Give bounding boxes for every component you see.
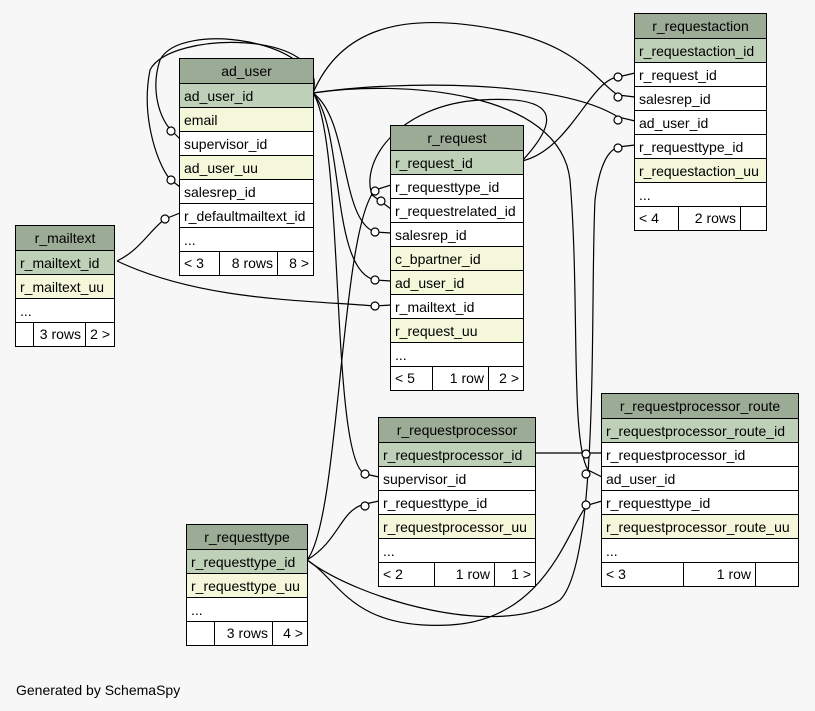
table-title: r_requestprocessor_route — [602, 394, 798, 419]
column-r-requesttype-id: r_requesttype_id — [187, 550, 307, 574]
table-r-mailtext[interactable]: r_mailtext r_mailtext_id r_mailtext_uu .… — [15, 225, 115, 347]
parents-link[interactable]: < 2 — [379, 563, 435, 586]
table-ad-user[interactable]: ad_user ad_user_id email supervisor_id a… — [179, 58, 314, 276]
table-title: r_mailtext — [16, 226, 114, 251]
table-r-request[interactable]: r_request r_request_id r_requesttype_id … — [390, 125, 524, 391]
column-r-requestprocessor-id: r_requestprocessor_id — [379, 443, 535, 467]
column-r-requestprocessor-uu: r_requestprocessor_uu — [379, 515, 535, 539]
row-count: 1 row — [684, 563, 756, 586]
children-link[interactable]: 2 > — [90, 326, 110, 342]
column-supervisor-id: supervisor_id — [379, 467, 535, 491]
column-r-requesttype-id: r_requesttype_id — [379, 491, 535, 515]
row-count: 1 row — [435, 563, 495, 586]
table-title: r_request — [391, 126, 523, 151]
column-r-request-id: r_request_id — [635, 63, 766, 87]
column-salesrep-id: salesrep_id — [391, 223, 523, 247]
table-title: r_requestprocessor — [379, 418, 535, 443]
column-r-defaultmailtext-id: r_defaultmailtext_id — [180, 204, 313, 228]
rel-ad-user-to-action-salesrep — [312, 21, 636, 98]
more-columns: ... — [379, 539, 535, 563]
rel-ad-user-to-route-aduser — [312, 87, 603, 478]
children-link[interactable]: 2 > — [499, 370, 519, 386]
table-title: r_requesttype — [187, 525, 307, 550]
more-columns: ... — [635, 183, 766, 207]
more-columns: ... — [16, 299, 114, 323]
column-r-requestprocessor-route-id: r_requestprocessor_route_id — [602, 419, 798, 443]
column-c-bpartner-id: c_bpartner_id — [391, 247, 523, 271]
rel-ad-user-to-request-aduser — [312, 92, 392, 282]
table-footer: < 4 2 rows — [635, 207, 766, 230]
row-count: 1 row — [433, 367, 489, 390]
column-r-requestrelated-id: r_requestrelated_id — [391, 199, 523, 223]
column-r-requestprocessor-id: r_requestprocessor_id — [602, 443, 798, 467]
column-r-requestprocessor-route-uu: r_requestprocessor_route_uu — [602, 515, 798, 539]
column-r-requesttype-id: r_requesttype_id — [602, 491, 798, 515]
row-count: 3 rows — [34, 323, 86, 346]
rel-type-to-action — [306, 144, 636, 618]
column-salesrep-id: salesrep_id — [180, 180, 313, 204]
table-title: ad_user — [180, 59, 313, 84]
column-ad-user-id: ad_user_id — [635, 111, 766, 135]
column-ad-user-id: ad_user_id — [602, 467, 798, 491]
column-r-requesttype-id: r_requesttype_id — [635, 135, 766, 159]
children-link[interactable]: 8 > — [289, 255, 309, 271]
parents-link[interactable] — [16, 323, 34, 346]
table-footer: < 3 8 rows 8 > — [180, 252, 313, 275]
more-columns: ... — [602, 539, 798, 563]
table-footer: < 3 1 row — [602, 563, 798, 586]
rel-ad-user-to-processor-supervisor — [312, 92, 380, 478]
more-columns: ... — [187, 598, 307, 622]
row-count: 8 rows — [220, 252, 278, 275]
parents-link[interactable]: < 3 — [602, 563, 684, 586]
children-link[interactable] — [741, 207, 766, 230]
more-columns: ... — [391, 343, 523, 367]
column-r-request-uu: r_request_uu — [391, 319, 523, 343]
column-ad-user-id: ad_user_id — [180, 84, 313, 108]
column-r-requesttype-id: r_requesttype_id — [391, 175, 523, 199]
rel-mailtext-to-request — [116, 260, 392, 307]
column-r-request-id: r_request_id — [391, 151, 523, 175]
rel-type-to-request — [306, 184, 392, 561]
rel-ad-user-self-salesrep — [146, 41, 315, 188]
parents-link[interactable] — [187, 622, 215, 645]
children-link[interactable]: 1 > — [511, 566, 531, 582]
rel-mailtext-to-ad-user — [116, 212, 181, 262]
column-email: email — [180, 108, 313, 132]
row-count: 2 rows — [679, 207, 741, 230]
rel-type-to-route — [306, 500, 603, 626]
table-title: r_requestaction — [635, 14, 766, 39]
column-r-mailtext-id: r_mailtext_id — [391, 295, 523, 319]
row-count: 3 rows — [215, 622, 273, 645]
children-link[interactable] — [756, 563, 798, 586]
column-r-requesttype-uu: r_requesttype_uu — [187, 574, 307, 598]
table-footer: < 2 1 row 1 > — [379, 563, 535, 586]
column-r-requestaction-id: r_requestaction_id — [635, 39, 766, 63]
relation-endpoints — [160, 72, 623, 511]
rel-request-self-related — [369, 98, 548, 210]
column-r-requestaction-uu: r_requestaction_uu — [635, 159, 766, 183]
column-supervisor-id: supervisor_id — [180, 132, 313, 156]
table-r-requestprocessor-route[interactable]: r_requestprocessor_route r_requestproces… — [601, 393, 799, 587]
table-r-requestaction[interactable]: r_requestaction r_requestaction_id r_req… — [634, 13, 767, 231]
parents-link[interactable]: < 5 — [391, 367, 433, 390]
table-footer: < 5 1 row 2 > — [391, 367, 523, 390]
table-r-requestprocessor[interactable]: r_requestprocessor r_requestprocessor_id… — [378, 417, 536, 587]
table-footer: 3 rows 4 > — [187, 622, 307, 645]
column-salesrep-id: salesrep_id — [635, 87, 766, 111]
column-r-mailtext-uu: r_mailtext_uu — [16, 275, 114, 299]
rel-ad-user-to-request-salesrep — [312, 92, 392, 234]
more-columns: ... — [180, 228, 313, 252]
parents-link[interactable]: < 4 — [635, 207, 679, 230]
table-r-requesttype[interactable]: r_requesttype r_requesttype_id r_request… — [186, 524, 308, 646]
children-link[interactable]: 4 > — [283, 625, 303, 641]
column-r-mailtext-id: r_mailtext_id — [16, 251, 114, 275]
rel-type-to-processor — [306, 500, 380, 561]
generated-by-text: Generated by SchemaSpy — [16, 682, 181, 698]
column-ad-user-id: ad_user_id — [391, 271, 523, 295]
parents-link[interactable]: < 3 — [180, 252, 220, 275]
column-ad-user-uu: ad_user_uu — [180, 156, 313, 180]
table-footer: 3 rows 2 > — [16, 323, 114, 346]
